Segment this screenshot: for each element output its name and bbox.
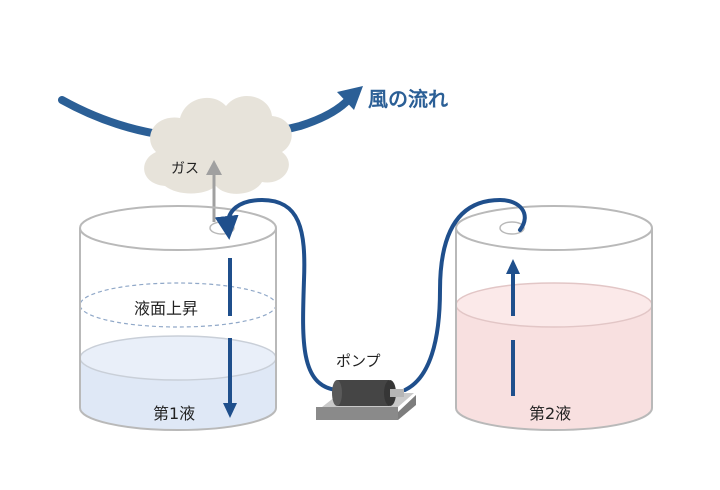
level-rise-label: 液面上昇 xyxy=(134,299,198,318)
pipe-tank2-to-pump xyxy=(403,197,527,392)
liquid1-label: 第1液 xyxy=(153,404,195,423)
pump-icon xyxy=(316,380,416,420)
pipe-pump-to-tank1 xyxy=(214,197,338,392)
level-up-arrow-icon xyxy=(506,259,520,396)
gas-cloud-icon xyxy=(144,95,292,194)
liquid2-label: 第2液 xyxy=(529,404,571,423)
gas-label: ガス xyxy=(171,161,199,177)
gas-arrow-icon xyxy=(206,160,222,222)
level-down-arrow-icon xyxy=(223,258,237,418)
tank-2 xyxy=(455,205,653,431)
pump-label: ポンプ xyxy=(336,352,381,370)
wind-label: 風の流れ xyxy=(368,87,448,111)
